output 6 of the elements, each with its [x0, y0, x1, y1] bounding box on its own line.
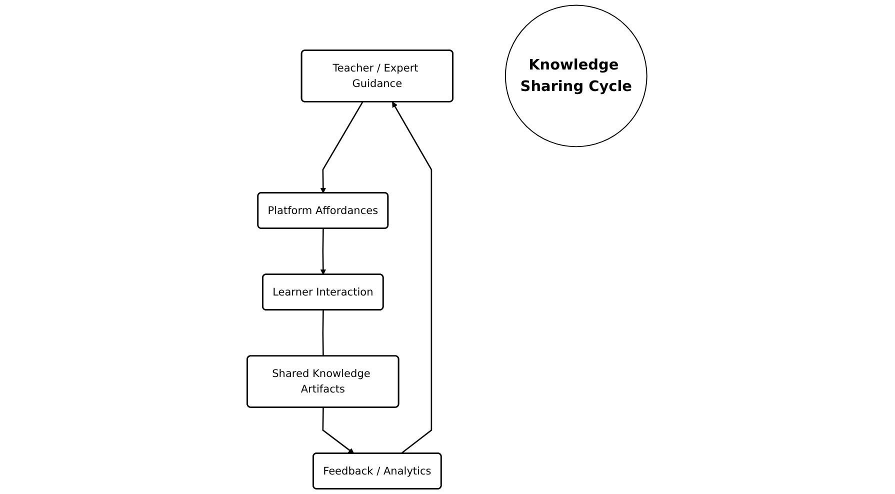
node-circle: Knowledge Sharing Cycle — [505, 4, 648, 148]
arrow — [320, 102, 364, 194]
connector — [322, 310, 324, 356]
arrow — [392, 102, 433, 454]
arrow — [322, 407, 355, 454]
arrow — [320, 228, 326, 275]
